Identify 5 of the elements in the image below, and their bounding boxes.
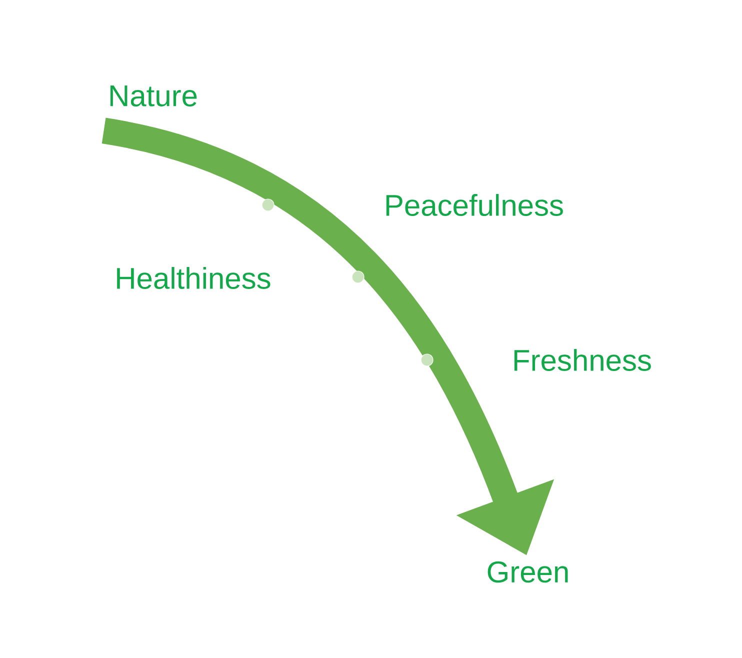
- node-label: Nature: [110, 86, 197, 106]
- node-label: Green: [488, 561, 568, 583]
- label-text: Freshness: [514, 348, 651, 372]
- label-text: Healthiness: [117, 266, 270, 290]
- label-text: Peacefulness: [386, 194, 563, 216]
